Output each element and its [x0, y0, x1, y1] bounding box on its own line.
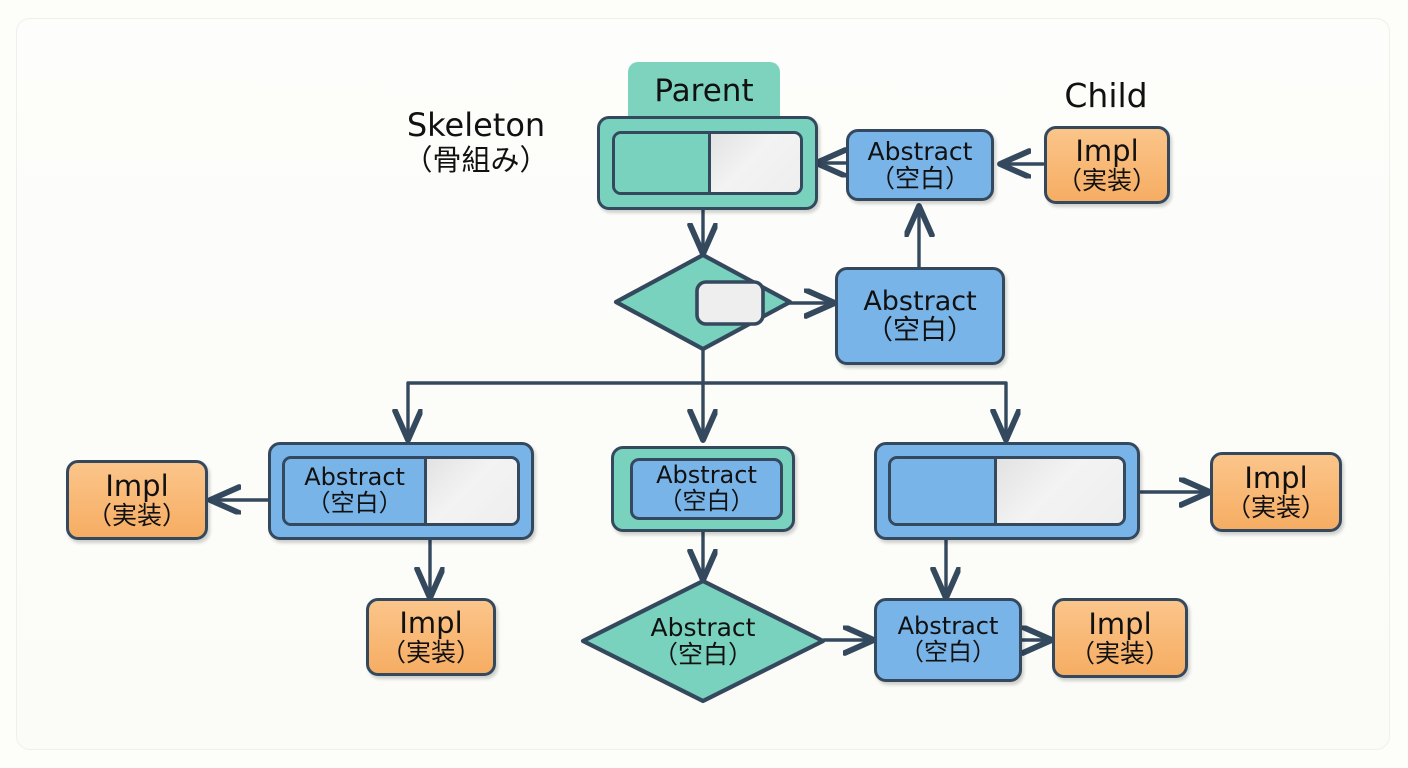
abstract-left-box-inner: Abstract （空白）: [282, 456, 520, 526]
abstract-mid-box-inner: Abstract （空白）: [630, 458, 783, 520]
node-impl-far-left[interactable]: Impl （実装）: [66, 460, 208, 540]
impl-far-right-line1: Impl: [1244, 460, 1308, 495]
abstract-right-box-inner: [888, 456, 1126, 526]
abstract-mid-label: Abstract （空白）: [633, 461, 780, 517]
parent-pane-blank: [708, 134, 800, 192]
abstract-left-line1: Abstract: [304, 463, 405, 492]
impl-lower-left-line2: （実装）: [380, 638, 481, 668]
node-parent-box[interactable]: [597, 116, 818, 210]
node-parent-diamond[interactable]: [613, 252, 793, 352]
impl-far-left-line1: Impl: [105, 468, 169, 503]
node-bottom-diamond[interactable]: Abstract （空白）: [580, 578, 826, 704]
impl-far-right-label: Impl （実装）: [1213, 455, 1339, 529]
abstract-right-pane-blank: [993, 459, 1123, 523]
abstract-right-line2: （空白）: [866, 315, 974, 346]
label-skeleton-line2: （骨組み）: [403, 142, 549, 177]
node-abstract-right[interactable]: Abstract （空白）: [835, 267, 1005, 365]
node-impl-lower-left[interactable]: Impl （実装）: [366, 598, 496, 676]
impl-child-line1: Impl: [1075, 133, 1139, 168]
impl-far-right-line2: （実装）: [1225, 493, 1326, 523]
impl-child-line2: （実装）: [1056, 166, 1157, 196]
label-skeleton-line1: Skeleton: [406, 106, 546, 144]
impl-far-left-line2: （実装）: [86, 501, 187, 531]
label-child-line1: Child: [1064, 76, 1148, 115]
bottom-diamond-shape: [580, 578, 826, 704]
impl-child-label: Impl （実装）: [1047, 129, 1167, 201]
edge-diamond-branch-left: [408, 348, 705, 438]
parent-tab-label: Parent: [654, 73, 754, 109]
parent-pane-filled: [615, 134, 709, 192]
edge-diamond-branch-right: [701, 381, 1006, 438]
parent-diamond-blank-slot: [695, 280, 765, 326]
abstract-right-label: Abstract （空白）: [838, 270, 1002, 362]
impl-far-left-label: Impl （実装）: [69, 463, 205, 537]
parent-tab: Parent: [628, 62, 780, 120]
abstract-bottom-line2: （空白）: [900, 638, 996, 666]
abstract-top-line1: Abstract: [867, 137, 973, 166]
abstract-left-label: Abstract （空白）: [285, 459, 424, 523]
abstract-right-pane-filled: [891, 459, 994, 523]
node-impl-child[interactable]: Impl （実装）: [1044, 126, 1170, 204]
parent-box-inner: [612, 131, 803, 195]
impl-bottom-right-label: Impl （実装）: [1055, 601, 1185, 675]
impl-lower-left-label: Impl （実装）: [369, 601, 493, 673]
abstract-left-line2: （空白）: [306, 489, 403, 517]
abstract-right-line1: Abstract: [863, 285, 977, 317]
impl-bottom-right-line1: Impl: [1088, 606, 1152, 641]
abstract-mid-line1: Abstract: [656, 461, 757, 490]
impl-bottom-right-line2: （実装）: [1069, 639, 1170, 669]
impl-lower-left-line1: Impl: [399, 605, 463, 640]
label-child: Child: [1018, 76, 1194, 115]
abstract-left-pane-blank: [424, 459, 517, 523]
abstract-bottom-label: Abstract （空白）: [877, 601, 1019, 679]
abstract-left-pane-filled: Abstract （空白）: [285, 459, 425, 523]
node-abstract-bottom[interactable]: Abstract （空白）: [874, 598, 1022, 682]
abstract-top-line2: （空白）: [869, 164, 970, 193]
abstract-mid-line2: （空白）: [658, 487, 755, 515]
node-abstract-top[interactable]: Abstract （空白）: [846, 129, 994, 201]
abstract-top-label: Abstract （空白）: [849, 132, 991, 198]
node-impl-far-right[interactable]: Impl （実装）: [1210, 452, 1342, 532]
node-abstract-mid-box[interactable]: Abstract （空白）: [611, 446, 795, 532]
abstract-bottom-line1: Abstract: [897, 612, 999, 641]
node-impl-bottom-right[interactable]: Impl （実装）: [1052, 598, 1188, 678]
node-abstract-left-box[interactable]: Abstract （空白）: [268, 442, 534, 540]
node-abstract-right-box[interactable]: [874, 442, 1140, 540]
label-skeleton: Skeleton （骨組み）: [378, 106, 574, 177]
